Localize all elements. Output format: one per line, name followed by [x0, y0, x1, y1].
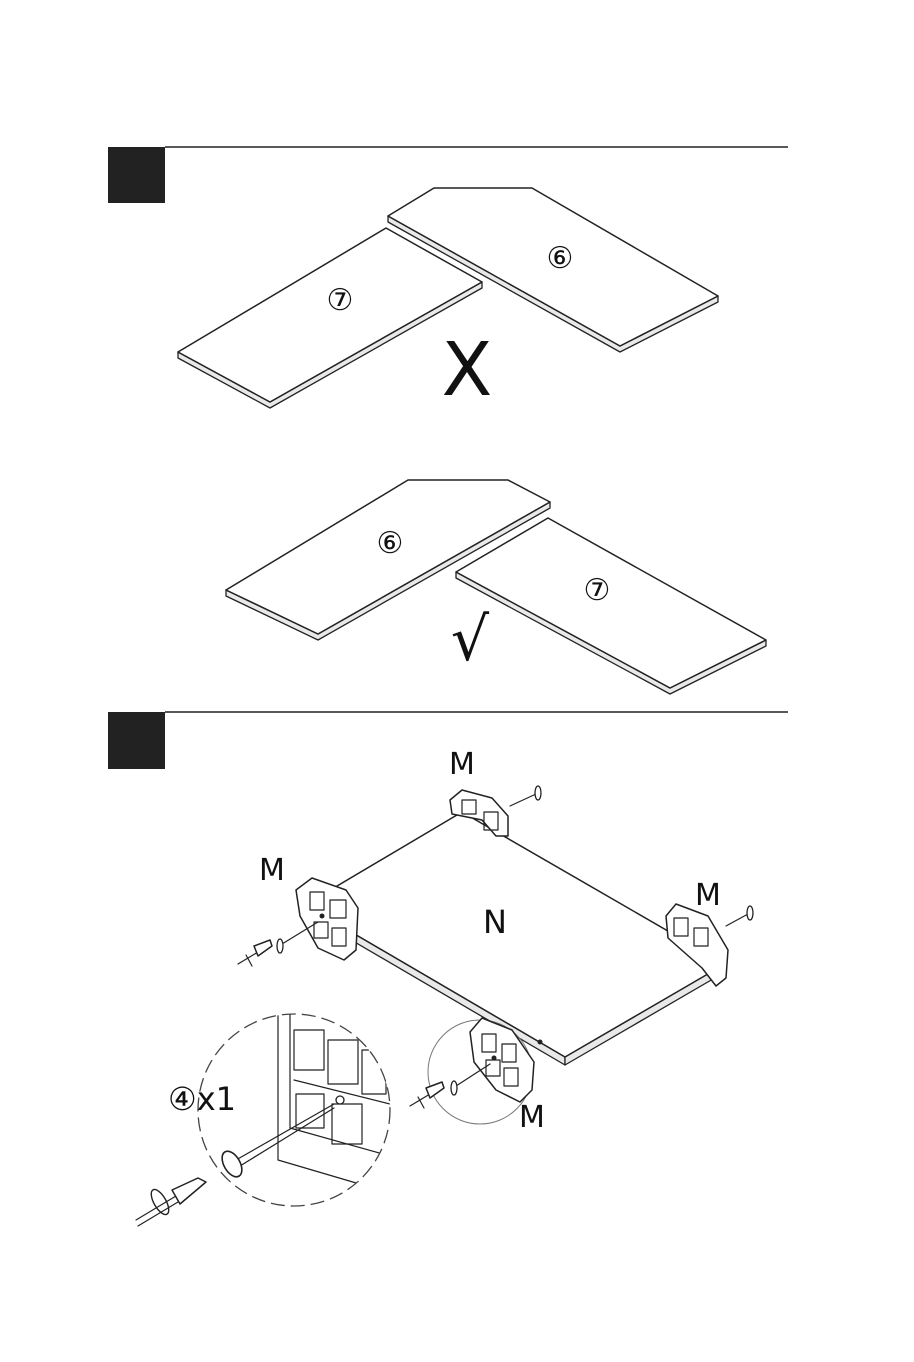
- screwdriver-left-icon: [238, 940, 272, 966]
- step-1: ⑥ ⑦ X ⑥ ⑦ √: [108, 147, 788, 694]
- panel-7-wrong: ⑦: [178, 228, 482, 408]
- panel-n-label: N: [483, 903, 507, 941]
- detail-quantity-label: ④x1: [168, 1080, 236, 1118]
- step-1-number-box: [108, 147, 165, 203]
- part-number-label: ⑥: [377, 526, 404, 561]
- panel-n: N: [305, 812, 725, 1065]
- pre-drilled-hole: [538, 1040, 543, 1045]
- part-number-label: ⑦: [584, 573, 611, 608]
- bracket-left: M: [259, 853, 358, 960]
- step-2-number-box: [108, 712, 165, 769]
- wrong-arrangement: ⑥ ⑦ X: [178, 188, 718, 413]
- correct-arrangement: ⑥ ⑦ √: [226, 480, 766, 694]
- screw-top: [510, 786, 541, 806]
- bracket-label: M: [259, 853, 285, 888]
- panel-7-correct: ⑦: [456, 518, 766, 694]
- screwdriver-detail-icon: [136, 1178, 206, 1226]
- bracket-label: M: [449, 747, 475, 782]
- step-2: N M M: [108, 712, 788, 1226]
- bracket-label: M: [695, 878, 721, 913]
- correct-mark: √: [451, 605, 490, 675]
- bracket-label: M: [519, 1100, 545, 1135]
- part-number-label: ⑥: [547, 241, 574, 276]
- part-number-label: ⑦: [327, 283, 354, 318]
- screw-right: [726, 906, 753, 926]
- wrong-mark: X: [442, 327, 493, 413]
